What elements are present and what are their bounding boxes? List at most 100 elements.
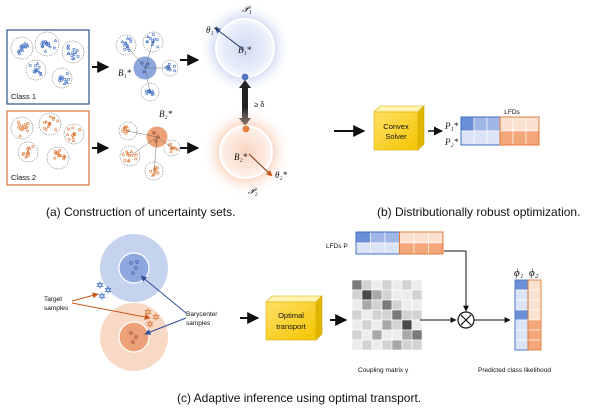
sample-square [70, 54, 74, 57]
sample-triangle [125, 36, 130, 40]
sample-triangle [20, 126, 24, 130]
coupling-cell [381, 339, 393, 351]
phi-cell [527, 319, 542, 331]
sample-dot [123, 126, 126, 130]
coupling-cell [401, 339, 413, 351]
sample-triangle [40, 44, 45, 48]
sample-triangle [71, 138, 76, 143]
sample-square [151, 33, 155, 36]
coupling-cell [351, 319, 363, 331]
sample-triangle [166, 67, 170, 71]
p1-center-label: B₁* [238, 45, 252, 55]
coupling-cell [361, 329, 373, 341]
p2-star-label: P₂* [444, 137, 459, 147]
lfds-label-b: LFDs [504, 109, 520, 116]
lfd-cell [384, 231, 400, 244]
coupling-cell [411, 309, 423, 321]
lfd-cell [525, 130, 540, 146]
theta2-label: θ₂* [275, 170, 288, 180]
class2-bary-circle [118, 321, 150, 353]
phi2-column [527, 279, 542, 351]
convex-solver-box: Convex Solver [373, 105, 425, 151]
sample-dot [128, 37, 132, 41]
lfd-cell [370, 242, 386, 255]
sample-square [167, 62, 171, 66]
coupling-cell [371, 329, 383, 341]
coupling-cell [391, 279, 403, 291]
sample-square [67, 77, 70, 81]
coupling-cell [381, 299, 393, 311]
sample-square [145, 40, 149, 44]
sample-triangle [152, 172, 156, 176]
sample-dot [164, 65, 168, 69]
coupling-cell [401, 309, 413, 321]
sample-dot [128, 154, 132, 158]
sample-dot [18, 123, 22, 127]
sample-square [129, 40, 133, 43]
likelihood-label: Predicted class likelihood [478, 367, 551, 374]
lfd-cell [499, 130, 514, 146]
bary-label-2: samples [186, 320, 211, 327]
theta1-label: θ₁* [206, 25, 219, 35]
sample-triangle [23, 41, 27, 45]
coupling-cell [401, 319, 413, 331]
sample-square [20, 49, 24, 53]
sample-square [71, 51, 75, 55]
sample-dot [28, 64, 32, 67]
target-star [104, 285, 112, 295]
phi-cell [527, 299, 542, 311]
p2-contact-point [241, 124, 251, 134]
phi-cell [514, 339, 529, 351]
sample-cluster [34, 31, 60, 57]
p2-center-label: B₂* [234, 152, 248, 162]
sample-square [134, 157, 138, 161]
sample-triangle [43, 49, 48, 53]
sample-triangle [150, 42, 155, 46]
caption-a: (a) Construction of uncertainty sets. [46, 205, 235, 219]
bary-dot [152, 131, 156, 135]
sample-cluster [10, 116, 34, 140]
sample-dot [48, 45, 52, 49]
phi2-label: ϕ₂ [529, 267, 539, 279]
class2-clusters [10, 112, 85, 170]
class2-label: Class 2 [11, 173, 36, 182]
barycenter-group-class1 [115, 31, 179, 102]
sample-triangle [125, 152, 130, 156]
sample-dot [134, 153, 138, 156]
sample-dot [44, 40, 48, 44]
target-star [98, 291, 106, 301]
lfd-cell [399, 242, 415, 255]
sample-dot [17, 125, 21, 129]
coupling-cell [411, 339, 423, 351]
sample-triangle [35, 61, 40, 65]
lfd-block-class2 [399, 231, 444, 255]
sample-square [123, 41, 127, 45]
sample-triangle [73, 50, 78, 54]
sample-dot [65, 72, 69, 75]
lfd-cell [370, 231, 386, 244]
sample-triangle [175, 147, 179, 151]
target-label-2: samples [44, 305, 69, 312]
sample-square [72, 47, 76, 51]
sample-square [18, 52, 21, 55]
sample-triangle [25, 42, 29, 46]
sample-square [127, 129, 130, 133]
sample-dot [71, 136, 75, 140]
coupling-cell [351, 279, 363, 291]
sample-triangle [150, 173, 155, 177]
coupling-cell [351, 289, 363, 301]
coupling-cell [381, 279, 393, 291]
sample-square [35, 69, 39, 72]
coupling-cell [391, 289, 403, 301]
sample-triangle [146, 34, 150, 39]
sample-square [43, 42, 47, 46]
theta2-radius [248, 153, 273, 177]
ot-label-1: Optimal [278, 311, 304, 320]
sample-dot [121, 129, 125, 133]
sample-triangle [18, 134, 22, 138]
phi-cell [514, 279, 529, 291]
sample-dot [169, 142, 173, 146]
sample-square [123, 47, 127, 51]
sample-triangle [125, 124, 129, 128]
sample-square [148, 36, 152, 40]
